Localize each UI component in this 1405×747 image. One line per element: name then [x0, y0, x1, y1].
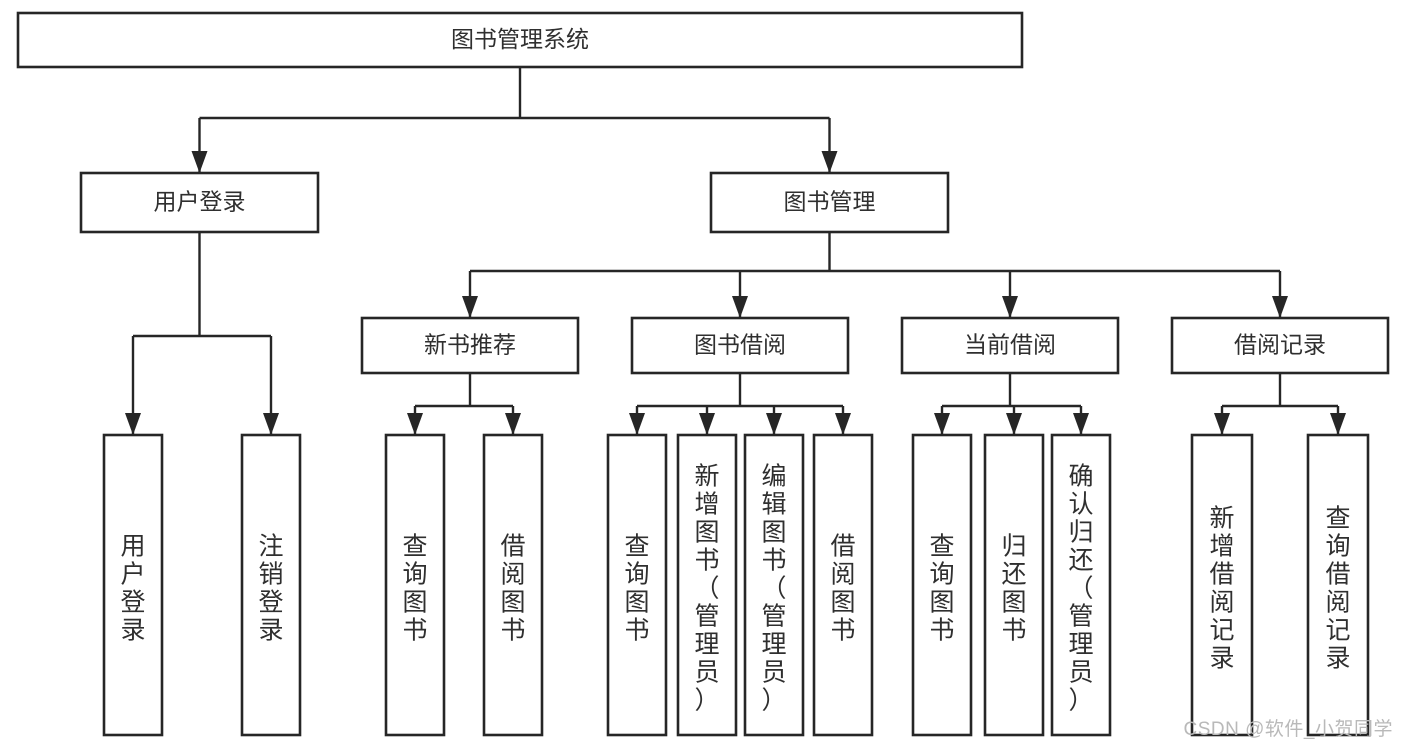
arrow-head-icon: [1330, 413, 1346, 435]
node-current-borrow-label: 当前借阅: [964, 332, 1056, 358]
node-leaf-logout[interactable]: 注销登录: [240, 433, 302, 737]
arrow-head-icon: [1006, 413, 1022, 435]
node-new-book-recommend-label: 新书推荐: [424, 332, 516, 358]
node-user-login-box[interactable]: [79, 171, 320, 234]
node-leaf-user-login-label: 用户登录: [120, 533, 145, 645]
node-user-login-label: 用户登录: [154, 189, 246, 215]
node-leaf-confirm-return[interactable]: 确认归还（管理员）: [1050, 433, 1112, 737]
node-leaf-user-login[interactable]: 用户登录: [102, 433, 164, 737]
node-leaf-borrow-book-new-box[interactable]: [482, 433, 544, 737]
arrow-head-icon: [699, 413, 715, 435]
node-leaf-logout-box[interactable]: [240, 433, 302, 737]
node-leaf-query-record[interactable]: 查询借阅记录: [1306, 433, 1370, 737]
node-leaf-confirm-return-box[interactable]: [1050, 433, 1112, 737]
node-leaf-add-record-box[interactable]: [1190, 433, 1254, 737]
node-leaf-edit-book-label: 编辑图书（管理员）: [761, 463, 786, 715]
arrow-head-icon: [1002, 296, 1018, 318]
node-book-manage-label: 图书管理: [784, 189, 876, 215]
node-leaf-query-book-new-label: 查询图书: [402, 533, 427, 645]
node-new-book-recommend-box[interactable]: [360, 316, 580, 375]
node-leaf-query-record-box[interactable]: [1306, 433, 1370, 737]
node-leaf-borrow-book-label: 借阅图书: [830, 533, 855, 645]
node-leaf-query-book-borrow[interactable]: 查询图书: [606, 433, 668, 737]
node-leaf-query-book-borrow-box[interactable]: [606, 433, 668, 737]
node-borrow-record[interactable]: 借阅记录: [1170, 316, 1390, 375]
node-book-manage[interactable]: 图书管理: [709, 171, 950, 234]
arrow-head-icon: [263, 413, 279, 435]
diagram-nodes: 图书管理系统用户登录图书管理新书推荐图书借阅当前借阅借阅记录用户登录注销登录查询…: [16, 11, 1390, 737]
node-root-root-box[interactable]: [16, 11, 1024, 69]
arrow-head-icon: [125, 413, 141, 435]
node-leaf-edit-book[interactable]: 编辑图书（管理员）: [743, 433, 805, 737]
node-leaf-return-book-label: 归还图书: [1001, 533, 1026, 645]
node-new-book-recommend[interactable]: 新书推荐: [360, 316, 580, 375]
node-leaf-confirm-return-label: 确认归还（管理员）: [1068, 463, 1093, 715]
node-leaf-add-book-box[interactable]: [676, 433, 738, 737]
node-leaf-add-book-label: 新增图书（管理员）: [694, 463, 719, 715]
node-leaf-return-book-box[interactable]: [983, 433, 1045, 737]
node-book-manage-box[interactable]: [709, 171, 950, 234]
node-leaf-query-book-borrow-label: 查询图书: [624, 533, 649, 645]
node-leaf-query-book-current[interactable]: 查询图书: [911, 433, 973, 737]
node-user-login[interactable]: 用户登录: [79, 171, 320, 234]
node-leaf-query-record-label: 查询借阅记录: [1325, 505, 1350, 673]
node-leaf-borrow-book[interactable]: 借阅图书: [812, 433, 874, 737]
arrow-head-icon: [821, 151, 838, 173]
node-leaf-add-record-label: 新增借阅记录: [1209, 505, 1234, 673]
node-root-root[interactable]: 图书管理系统: [16, 11, 1024, 69]
arrow-head-icon: [1214, 413, 1230, 435]
connector-edges: [125, 67, 1346, 435]
node-leaf-query-book-new[interactable]: 查询图书: [384, 433, 446, 737]
arrow-head-icon: [835, 413, 851, 435]
node-leaf-query-book-current-box[interactable]: [911, 433, 973, 737]
arrow-head-icon: [505, 413, 521, 435]
arrow-head-icon: [629, 413, 645, 435]
node-borrow-record-label: 借阅记录: [1234, 332, 1326, 358]
node-book-borrow-box[interactable]: [630, 316, 850, 375]
node-leaf-user-login-box[interactable]: [102, 433, 164, 737]
arrow-head-icon: [407, 413, 423, 435]
node-leaf-borrow-book-new[interactable]: 借阅图书: [482, 433, 544, 737]
node-leaf-add-record[interactable]: 新增借阅记录: [1190, 433, 1254, 737]
node-book-borrow[interactable]: 图书借阅: [630, 316, 850, 375]
node-book-borrow-label: 图书借阅: [694, 332, 786, 358]
arrow-head-icon: [934, 413, 950, 435]
arrow-head-icon: [191, 151, 208, 173]
node-leaf-borrow-book-box[interactable]: [812, 433, 874, 737]
node-current-borrow-box[interactable]: [900, 316, 1120, 375]
node-current-borrow[interactable]: 当前借阅: [900, 316, 1120, 375]
node-leaf-borrow-book-new-label: 借阅图书: [500, 533, 525, 645]
arrow-head-icon: [462, 296, 478, 318]
node-leaf-edit-book-box[interactable]: [743, 433, 805, 737]
arrow-head-icon: [1272, 296, 1288, 318]
csdn-watermark: CSDN @软件_小贺同学: [1183, 719, 1393, 740]
arrow-head-icon: [1073, 413, 1089, 435]
node-leaf-return-book[interactable]: 归还图书: [983, 433, 1045, 737]
arrow-head-icon: [766, 413, 782, 435]
arrow-head-icon: [732, 296, 748, 318]
node-leaf-query-book-current-label: 查询图书: [929, 533, 954, 645]
node-leaf-logout-label: 注销登录: [258, 533, 283, 645]
node-root-root-label: 图书管理系统: [451, 26, 589, 52]
node-leaf-query-book-new-box[interactable]: [384, 433, 446, 737]
node-borrow-record-box[interactable]: [1170, 316, 1390, 375]
node-leaf-add-book[interactable]: 新增图书（管理员）: [676, 433, 738, 737]
